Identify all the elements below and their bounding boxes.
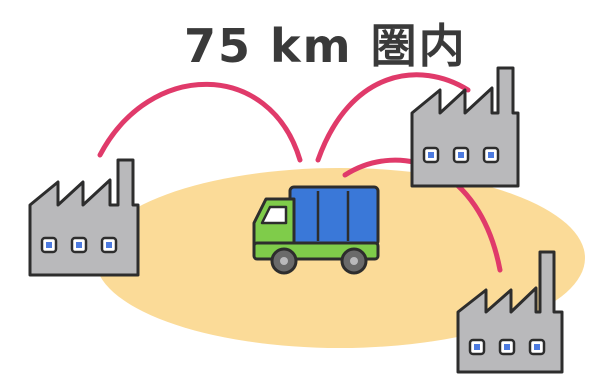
delivery-truck-icon	[252, 185, 380, 275]
factory-icon-top-right	[410, 66, 520, 188]
factory-icon-left	[28, 158, 140, 277]
title-75km-radius: 75 km 圏内	[184, 19, 467, 73]
factory-icon-bottom-right	[456, 250, 564, 374]
arc-top-right-factory	[315, 72, 471, 163]
arc-left-factory	[97, 81, 303, 163]
